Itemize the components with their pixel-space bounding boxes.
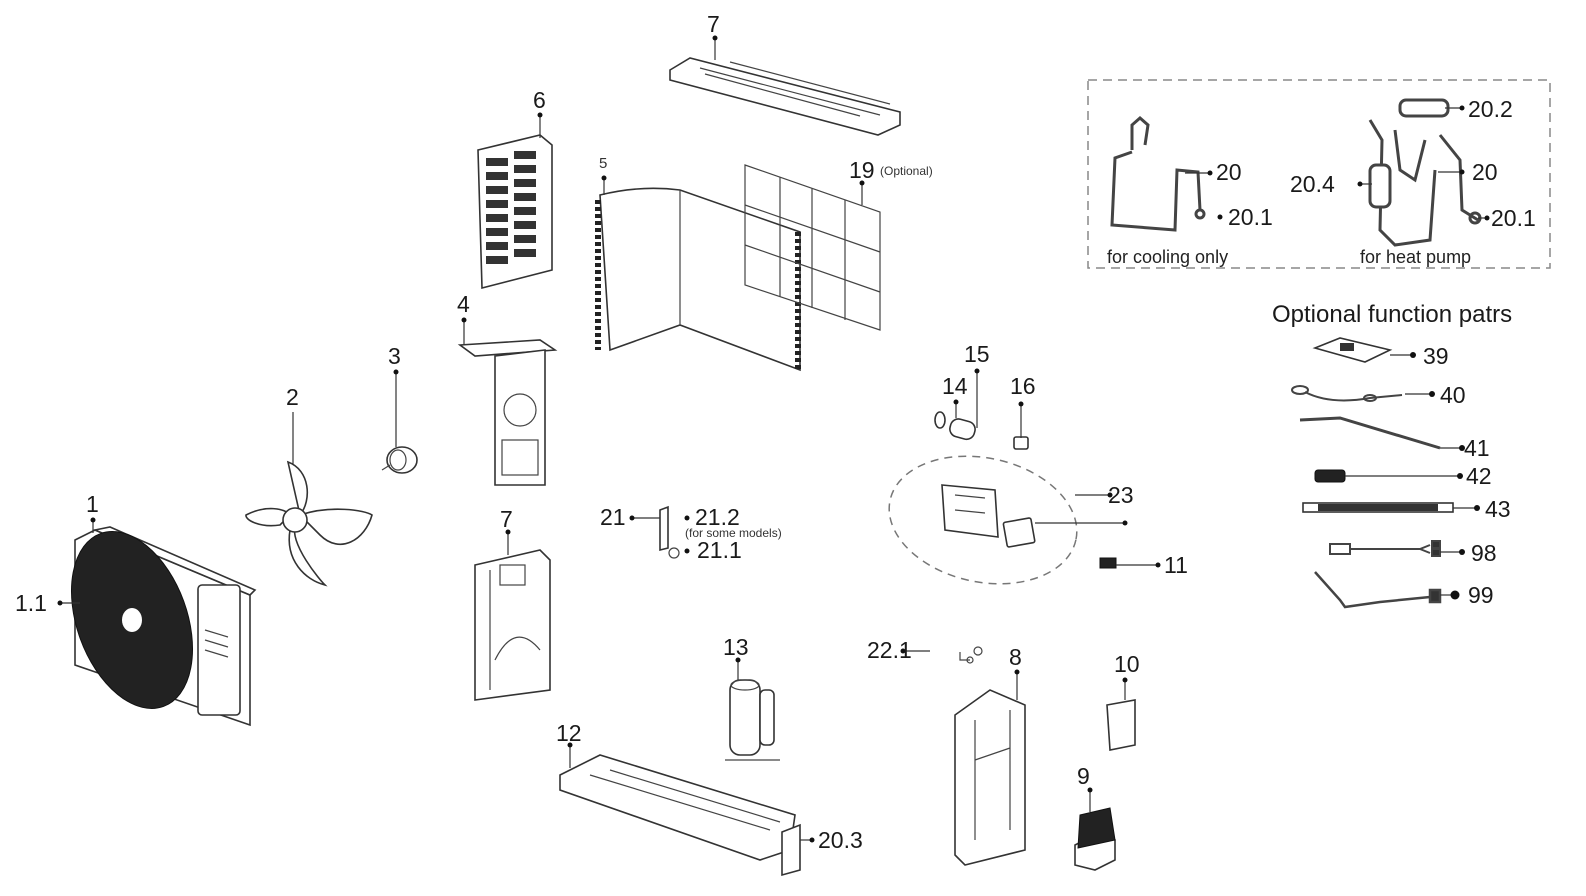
label-17: 16 bbox=[1010, 373, 1036, 399]
label-40: 40 bbox=[1440, 382, 1466, 408]
label-9: 8 bbox=[1009, 644, 1022, 670]
optional-part-41 bbox=[1299, 416, 1441, 450]
label-41: 41 bbox=[1464, 435, 1490, 461]
compressor-part bbox=[725, 679, 780, 761]
base-plate-part bbox=[559, 754, 796, 861]
label-99: 99 bbox=[1468, 582, 1494, 608]
inductor-part bbox=[1013, 436, 1029, 450]
valve-bracket-part bbox=[659, 505, 680, 559]
electric-box-group-outline bbox=[888, 455, 1078, 585]
side-grille-part bbox=[477, 134, 553, 290]
valve-plate-part bbox=[781, 823, 801, 877]
piping-options-box bbox=[1087, 79, 1551, 269]
label-20-4: 20.4 bbox=[1290, 171, 1335, 197]
heat-pump-piping-part bbox=[1368, 98, 1482, 247]
optional-parts-title: Optional function patrs bbox=[1272, 301, 1512, 328]
label-21-2-note: (for some models) bbox=[685, 526, 782, 540]
motor-bracket-part bbox=[457, 339, 558, 486]
label-1: 1 bbox=[86, 491, 99, 517]
label-20-heat: 20 bbox=[1472, 159, 1498, 185]
label-42: 42 bbox=[1466, 463, 1492, 489]
label-20-cooling: 20 bbox=[1216, 159, 1242, 185]
label-23: 22.1 bbox=[867, 637, 912, 663]
capacitor-part bbox=[934, 411, 976, 441]
label-16: 15 bbox=[964, 341, 990, 367]
wire-mesh-part bbox=[744, 164, 881, 331]
label-20-1-cooling: 20.1 bbox=[1228, 204, 1273, 230]
label-10: 9 bbox=[1077, 763, 1090, 789]
caption-cooling-only: for cooling only bbox=[1107, 247, 1228, 267]
label-20-2: 20.2 bbox=[1468, 96, 1513, 122]
partition-plate-part bbox=[474, 549, 551, 701]
electric-control-board-part bbox=[941, 484, 999, 538]
label-4: 4 bbox=[457, 291, 470, 317]
label-6: 6 bbox=[533, 87, 546, 113]
right-side-panel-part bbox=[954, 689, 1026, 866]
sensor-part bbox=[959, 646, 983, 664]
optional-part-43 bbox=[1302, 502, 1454, 513]
label-21: 21 bbox=[600, 504, 626, 530]
front-panel-part bbox=[70, 526, 257, 727]
caption-heat-pump: for heat pump bbox=[1360, 247, 1471, 267]
cooling-piping-part bbox=[1110, 116, 1206, 232]
optional-part-39 bbox=[1312, 337, 1393, 363]
label-8: 7 bbox=[500, 506, 513, 532]
label-12: 11 bbox=[1164, 552, 1188, 578]
label-14: 13 bbox=[723, 634, 749, 660]
label-19-note: (Optional) bbox=[880, 164, 933, 178]
fan-blade-part bbox=[245, 460, 373, 587]
top-cover-part bbox=[669, 57, 901, 136]
label-5: 5 bbox=[599, 155, 607, 172]
terminal-cover-part bbox=[1106, 699, 1136, 751]
label-21-1: 21.1 bbox=[697, 537, 742, 563]
label-11: 10 bbox=[1114, 651, 1140, 677]
control-board-part bbox=[1002, 517, 1036, 548]
label-39: 39 bbox=[1423, 343, 1449, 369]
label-22: 23 bbox=[1108, 482, 1134, 508]
label-7: 7 bbox=[707, 11, 720, 37]
fan-motor-part bbox=[381, 446, 418, 474]
label-20-3: 20.3 bbox=[818, 827, 863, 853]
optional-part-98 bbox=[1329, 540, 1441, 557]
label-1-1: 1.1 bbox=[15, 590, 47, 616]
label-2: 2 bbox=[286, 384, 299, 410]
optional-part-42 bbox=[1314, 469, 1346, 483]
optional-part-99 bbox=[1314, 571, 1442, 609]
terminal-block-part bbox=[1099, 557, 1117, 569]
label-19: 19 bbox=[849, 157, 875, 183]
label-13: 12 bbox=[556, 720, 582, 746]
condenser-part bbox=[595, 187, 801, 372]
valve-cover-part bbox=[1074, 807, 1116, 871]
label-21-2: 21.2 bbox=[695, 504, 740, 530]
label-98: 98 bbox=[1471, 540, 1497, 566]
optional-part-40 bbox=[1291, 385, 1403, 402]
label-15: 14 bbox=[942, 373, 968, 399]
label-43: 43 bbox=[1485, 496, 1511, 522]
label-20-1-heat: 20.1 bbox=[1491, 205, 1536, 231]
label-3: 3 bbox=[388, 343, 401, 369]
